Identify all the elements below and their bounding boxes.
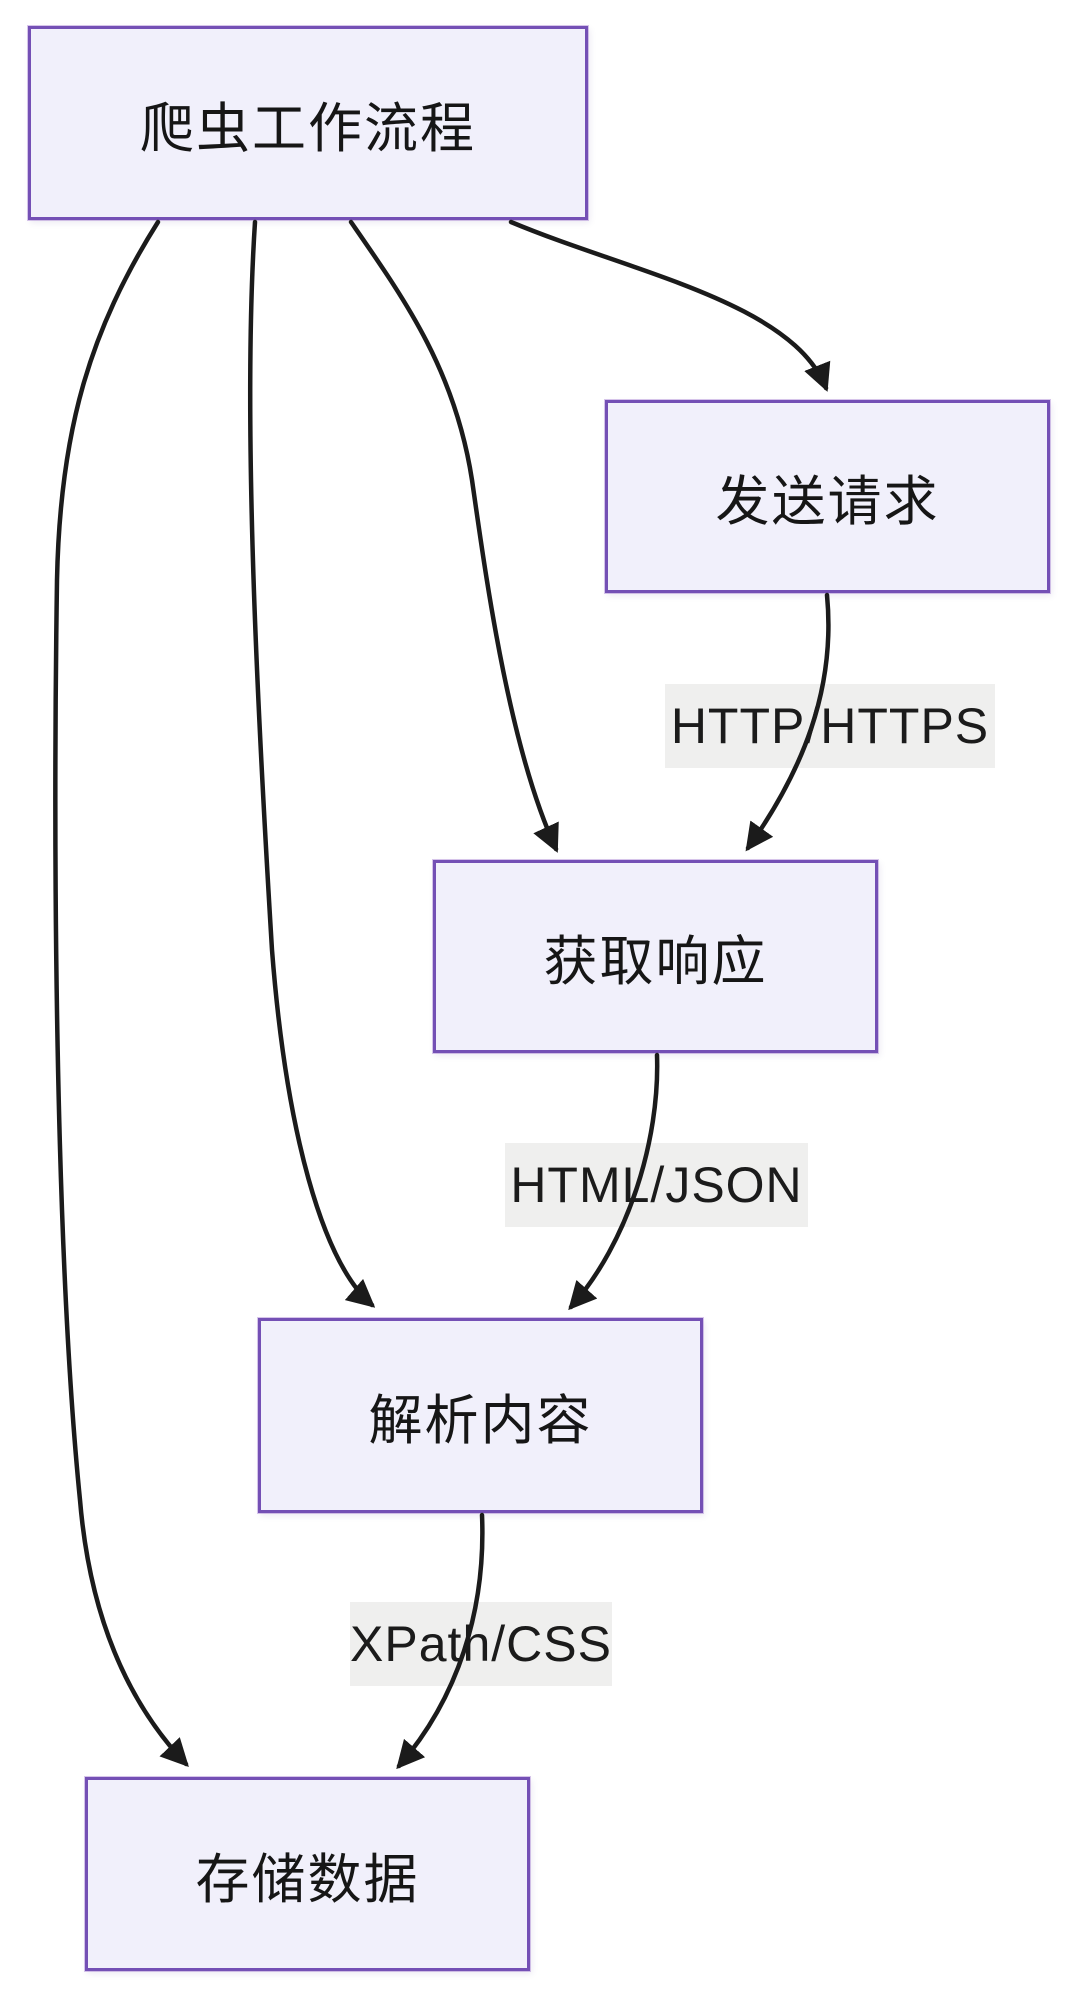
edge-label-html-json-text: HTML/JSON	[510, 1157, 803, 1213]
node-send-request: 发送请求	[605, 400, 1050, 593]
edge-start-to-parse	[247, 219, 376, 1308]
node-parse-content-label: 解析内容	[368, 1391, 593, 1451]
edge-label-xpath-css: XPath/CSS	[350, 1602, 612, 1686]
edge-start-to-store	[53, 219, 189, 1768]
edge-label-http-https-text: HTTP/HTTPS	[670, 698, 990, 754]
node-get-response: 获取响应	[433, 860, 878, 1053]
edge-label-html-json: HTML/JSON	[505, 1143, 808, 1227]
node-get-response-label: 获取响应	[543, 932, 768, 992]
node-parse-content: 解析内容	[258, 1318, 703, 1513]
node-crawler-workflow: 爬虫工作流程	[28, 26, 588, 220]
edge-label-xpath-css-text: XPath/CSS	[350, 1616, 612, 1672]
edge-start-to-resp	[348, 219, 559, 853]
node-send-request-label: 发送请求	[715, 472, 940, 532]
node-store-data: 存储数据	[85, 1777, 530, 1971]
edge-label-http-https: HTTP/HTTPS	[665, 684, 995, 768]
node-crawler-workflow-label: 爬虫工作流程	[140, 98, 476, 159]
node-store-data-label: 存储数据	[195, 1849, 420, 1910]
edge-start-to-send	[508, 219, 831, 392]
